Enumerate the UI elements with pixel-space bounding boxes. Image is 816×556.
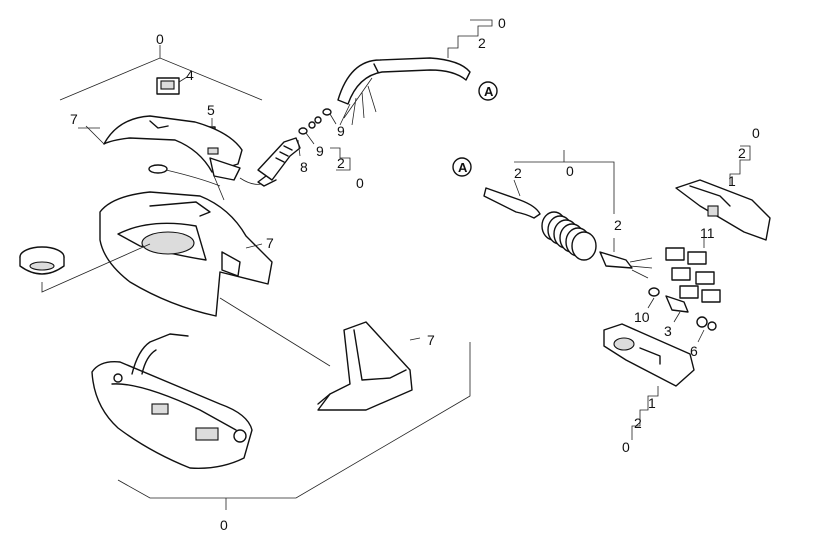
spring-part [514, 150, 615, 261]
reference-marks: A A [458, 84, 494, 175]
callout-handle-7: 7 [70, 111, 78, 127]
iron-base-part [91, 333, 253, 469]
callout-nut-10: 10 [634, 309, 650, 325]
callout-cable-sub-0: 0 [498, 15, 506, 31]
callout-terminal-11: 11 [700, 225, 715, 241]
power-cable-part [337, 57, 471, 126]
callout-top-0: 0 [156, 31, 164, 47]
ref-mark-a-cable: A [484, 84, 494, 99]
handle-group-bracket [59, 45, 263, 101]
callout-hose-2: 2 [337, 155, 345, 171]
terminal-block-part [665, 238, 721, 303]
callout-hose-0: 0 [356, 175, 364, 191]
callout-spring-2: 2 [614, 217, 622, 233]
callout-top-cover-2: 2 [738, 145, 746, 161]
callout-lower-0: 0 [622, 439, 630, 455]
body-to-stand-leader [219, 297, 331, 367]
ref-mark-a-hose: A [458, 160, 468, 175]
callout-spring-0: 0 [566, 163, 574, 179]
o-ring-parts [297, 108, 337, 157]
callout-body-7: 7 [266, 235, 274, 251]
nut-part [647, 287, 660, 309]
callout-cable-sub-2: 2 [478, 35, 486, 51]
valve-part [665, 295, 689, 323]
callout-seal-6: 6 [690, 343, 698, 359]
switch-part [156, 76, 188, 95]
callout-ring-9b: 9 [316, 143, 324, 159]
handle-part [78, 115, 243, 181]
top-cover-part [675, 145, 771, 241]
callout-bushing-8: 8 [300, 159, 308, 175]
cable-bushing-part [239, 137, 301, 187]
cable-sub-bracket [330, 19, 493, 171]
body-housing-part [99, 175, 273, 317]
callout-bottom-0: 0 [220, 517, 228, 533]
ref-circle-a-hose [452, 157, 472, 177]
callout-top-cover-1: 1 [728, 173, 736, 189]
callout-stand-7: 7 [427, 332, 435, 348]
bottom-group-bracket [117, 342, 471, 510]
knob-part [19, 243, 151, 293]
cable-end-part [599, 238, 653, 279]
callout-lower-1: 1 [648, 395, 656, 411]
stand-part [317, 321, 421, 411]
callout-switch-4: 4 [186, 67, 194, 83]
callout-labels: 0 4 5 7 0 2 9 9 8 2 0 7 7 0 2 0 2 0 2 1 … [70, 15, 760, 533]
ref-circle-a-cable [478, 81, 498, 101]
connector-wire-part [148, 164, 221, 187]
callout-top-cover-0: 0 [752, 125, 760, 141]
lower-cover-part [603, 323, 695, 440]
callout-screw-5: 5 [207, 102, 215, 118]
callout-ring-9a: 9 [337, 123, 345, 139]
seal-part [696, 316, 717, 343]
callout-lower-2: 2 [634, 415, 642, 431]
hose-tube-part [483, 179, 541, 219]
callout-valve-3: 3 [664, 323, 672, 339]
callout-tube-2: 2 [514, 165, 522, 181]
